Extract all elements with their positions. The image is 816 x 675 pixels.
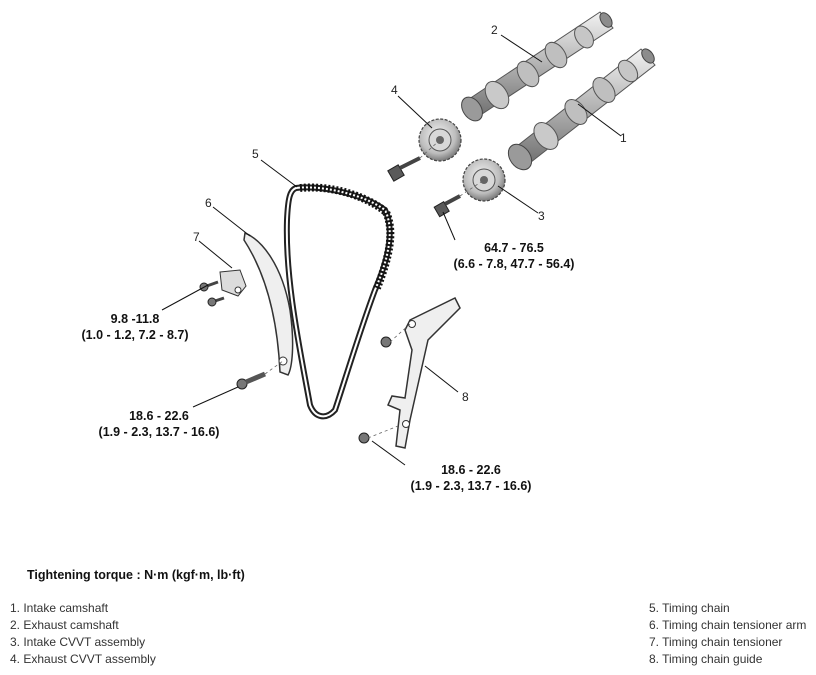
legend-item: 7. Timing chain tensioner bbox=[649, 635, 783, 649]
torque-value: 18.6 - 22.6 bbox=[441, 463, 501, 477]
legend-item: 4. Exhaust CVVT assembly bbox=[10, 652, 156, 666]
tensioner-bolts bbox=[199, 280, 225, 307]
legend-item: 3. Intake CVVT assembly bbox=[10, 635, 146, 649]
timing-chain-exploded-diagram bbox=[161, 11, 656, 466]
torque-unit-title: Tightening torque : N·m (kgf·m, lb·ft) bbox=[27, 568, 245, 582]
torque-value: 64.7 - 76.5 bbox=[484, 241, 544, 255]
callout-8: 8 bbox=[462, 390, 469, 404]
torque-tensioner-bolt: 9.8 -11.8 (1.0 - 1.2, 7.2 - 8.7) bbox=[74, 311, 196, 343]
legend-item: 5. Timing chain bbox=[649, 601, 730, 615]
cvvt-bolts bbox=[387, 156, 461, 218]
torque-value: 9.8 -11.8 bbox=[110, 312, 160, 326]
timing-chain-guide bbox=[387, 296, 461, 449]
torque-alt-units: (1.9 - 2.3, 13.7 - 16.6) bbox=[98, 425, 220, 439]
callout-4: 4 bbox=[391, 83, 398, 97]
leader-lines bbox=[161, 34, 622, 466]
assembly-dash-lines bbox=[264, 139, 485, 439]
legend-item: 8. Timing chain guide bbox=[649, 652, 763, 666]
torque-alt-units: (1.9 - 2.3, 13.7 - 16.6) bbox=[410, 479, 532, 493]
torque-alt-units: (1.0 - 1.2, 7.2 - 8.7) bbox=[81, 328, 189, 342]
callout-3: 3 bbox=[538, 209, 545, 223]
legend-item: 1. Intake camshaft bbox=[10, 601, 109, 615]
guide-bolts bbox=[358, 336, 392, 444]
callout-7: 7 bbox=[193, 230, 200, 244]
torque-value: 18.6 - 22.6 bbox=[129, 409, 189, 423]
torque-arm-bolt: 18.6 - 22.6 (1.9 - 2.3, 13.7 - 16.6) bbox=[90, 408, 228, 440]
legend-left: 1. Intake camshaft 2. Exhaust camshaft 3… bbox=[10, 600, 156, 668]
legend-right: 5. Timing chain 6. Timing chain tensione… bbox=[649, 600, 806, 668]
legend-item: 6. Timing chain tensioner arm bbox=[649, 618, 807, 632]
callout-1: 1 bbox=[620, 131, 627, 145]
torque-guide-bolt: 18.6 - 22.6 (1.9 - 2.3, 13.7 - 16.6) bbox=[401, 462, 541, 494]
intake-cvvt-assembly bbox=[462, 158, 506, 202]
timing-chain-tensioner-arm bbox=[243, 231, 294, 376]
torque-cvvt-bolt: 64.7 - 76.5 (6.6 - 7.8, 47.7 - 56.4) bbox=[446, 240, 582, 272]
timing-chain-tensioner bbox=[219, 269, 247, 297]
callout-6: 6 bbox=[205, 196, 212, 210]
legend-item: 2. Exhaust camshaft bbox=[10, 618, 119, 632]
torque-alt-units: (6.6 - 7.8, 47.7 - 56.4) bbox=[453, 257, 575, 271]
callout-5: 5 bbox=[252, 147, 259, 161]
exhaust-camshaft bbox=[461, 11, 614, 122]
callout-2: 2 bbox=[491, 23, 498, 37]
timing-chain bbox=[283, 183, 395, 420]
arm-pivot-bolt bbox=[236, 371, 266, 390]
